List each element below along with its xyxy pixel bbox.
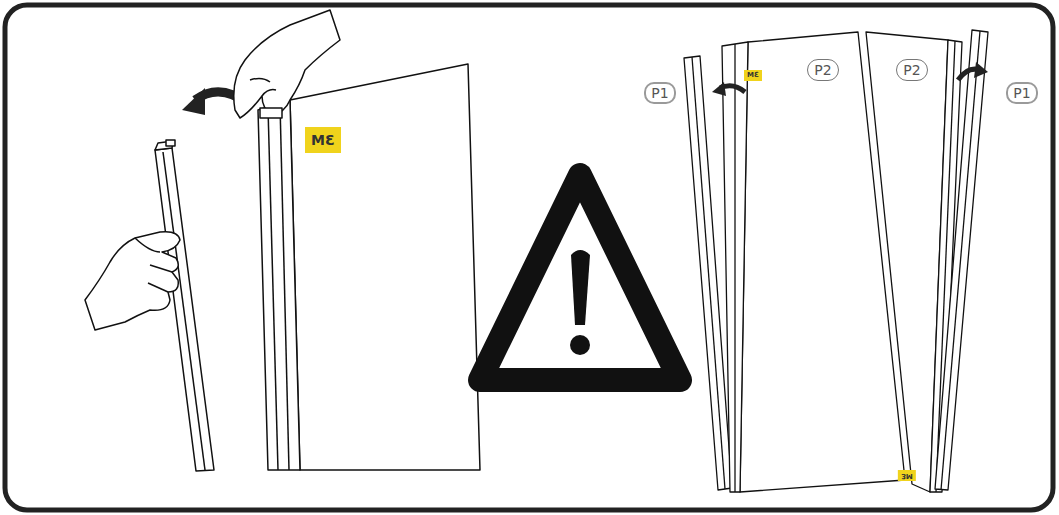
sticker-label: MƐ [744,70,762,81]
arrow-head [182,88,205,115]
warning-triangle [480,175,680,380]
part-callout: P2 [807,59,839,81]
part-callout: P1 [1006,82,1038,104]
callout-text: P2 [814,62,831,78]
arrow-head [974,62,988,78]
sticker-label: MƐ [898,470,916,481]
hand [85,232,180,330]
callout-text: P2 [903,62,920,78]
callout-text: P1 [1013,85,1030,101]
frame-border [5,5,1053,510]
arrow-head [712,82,726,96]
part-callout: P1 [644,82,676,104]
part-callout: P2 [896,59,928,81]
sticker-label: MƐ [305,127,341,153]
exclamation-mark [571,250,590,325]
exclamation-dot [570,335,590,355]
callout-text: P1 [651,85,668,101]
glass-panel [258,64,480,470]
profile-p1 [935,30,988,490]
hand [234,10,340,118]
